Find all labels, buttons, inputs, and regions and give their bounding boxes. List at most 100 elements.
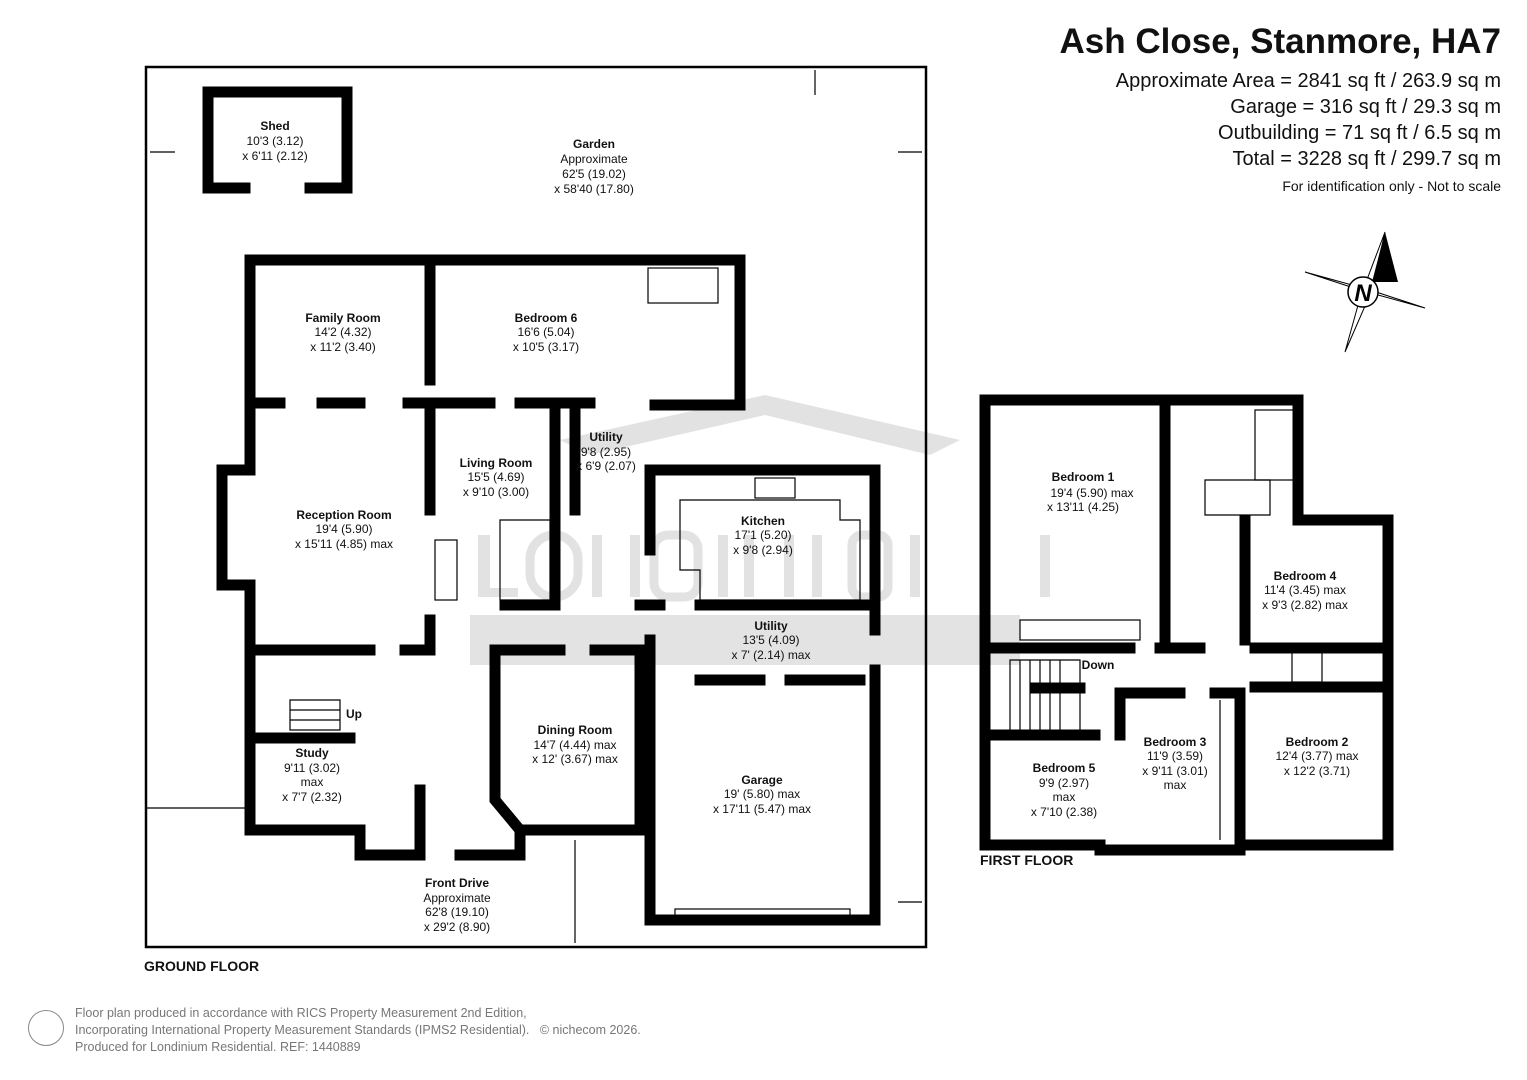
room-label-text: Kitchen [741, 514, 785, 528]
room-label-text: 11'4 (3.45) max [1264, 583, 1346, 597]
ground-floor-fixtures [289, 267, 861, 920]
room-living-room: Living Room 15'5 (4.69) x 9'10 (3.00) [460, 456, 533, 499]
room-label-text: x 7'7 (2.32) [282, 790, 342, 804]
room-label-text: 19' (5.80) max [724, 787, 800, 801]
room-label-text: x 6'9 (2.07) [576, 459, 636, 473]
room-label-text: x 17'11 (5.47) max [713, 802, 811, 816]
dimension-arrows [150, 70, 922, 943]
room-label-text: x 7' (2.14) max [732, 648, 811, 662]
room-label-text: 11'9 (3.59) [1147, 749, 1203, 763]
room-label-text: x 11'2 (3.40) [310, 340, 375, 354]
room-label-text: x 13'11 (4.25) [1047, 500, 1119, 514]
room-label-text: Garage [741, 773, 783, 787]
first-floor-label: FIRST FLOOR [980, 852, 1074, 868]
room-kitchen: Kitchen 17'1 (5.20) x 9'8 (2.94) [733, 514, 793, 557]
room-reception-room: Reception Room 19'4 (5.90) x 15'11 (4.85… [295, 508, 393, 551]
room-label-text: Bedroom 4 [1274, 569, 1337, 583]
room-label-text: max [301, 775, 324, 789]
room-label-text: Approximate [560, 152, 628, 166]
room-label-text: 14'2 (4.32) [315, 325, 372, 339]
room-label-text: 9'9 (2.97) [1039, 776, 1089, 790]
area-garden: Garden Approximate 62'5 (19.02) x 58'40 … [554, 137, 634, 196]
room-label-text: x 58'40 (17.80) [554, 182, 634, 196]
property-header: Ash Close, Stanmore, HA7 Approximate Are… [1060, 22, 1502, 194]
room-bedroom-4: Bedroom 4 11'4 (3.45) max x 9'3 (2.82) m… [1262, 569, 1348, 612]
footer-notes: Floor plan produced in accordance with R… [75, 1005, 641, 1056]
room-label-text: Utility [754, 619, 788, 633]
room-label-text: x 7'10 (2.38) [1031, 805, 1097, 819]
person-icon [28, 1010, 64, 1046]
area-front-drive: Front Drive Approximate 62'8 (19.10) x 2… [423, 876, 491, 934]
first-floor-fixtures [1009, 409, 1323, 840]
compass-north-label: N [1354, 280, 1372, 307]
room-label-text: 62'8 (19.10) [425, 905, 489, 919]
room-label-text: Study [295, 746, 329, 760]
property-title: Ash Close, Stanmore, HA7 [1059, 22, 1502, 61]
room-label-text: Bedroom 5 [1033, 761, 1096, 775]
room-bedroom-1: Bedroom 1 19'4 (5.90) max x 13'11 (4.25) [1047, 470, 1134, 514]
ground-floor-label: GROUND FLOOR [144, 958, 260, 974]
room-label-text: x 12' (3.67) max [532, 752, 618, 766]
room-study: Study 9'11 (3.02) max x 7'7 (2.32) [282, 746, 342, 804]
area-total: Total = 3228 sq ft / 299.7 sq m [1232, 148, 1502, 170]
footer-copyright: © nichecom 2026. [539, 1023, 641, 1037]
room-garage: Garage 19' (5.80) max x 17'11 (5.47) max [713, 773, 811, 816]
ground-floor-walls [216, 254, 881, 926]
north-compass: N [1304, 231, 1426, 353]
room-label-text: x 12'2 (3.71) [1284, 764, 1350, 778]
room-label-text: Bedroom 2 [1286, 735, 1349, 749]
room-label-text: x 15'11 (4.85) max [295, 537, 393, 551]
room-label-text: Approximate [423, 891, 491, 905]
room-label-text: x 6'11 (2.12) [242, 149, 307, 163]
room-label-text: 14'7 (4.44) max [534, 738, 617, 752]
room-label-text: x 9'11 (3.01) [1142, 764, 1207, 778]
room-bedroom-2: Bedroom 2 12'4 (3.77) max x 12'2 (3.71) [1276, 735, 1359, 778]
plot-boundary [144, 65, 928, 949]
room-label-text: x 9'10 (3.00) [463, 485, 529, 499]
room-label-text: Family Room [305, 311, 380, 325]
room-label-text: 12'4 (3.77) max [1276, 749, 1359, 763]
room-label-text: 13'5 (4.09) [743, 633, 800, 647]
room-label-text: Living Room [460, 456, 533, 470]
room-utility-1: Utility 9'8 (2.95) x 6'9 (2.07) [576, 430, 636, 473]
room-utility-2: Utility 13'5 (4.09) x 7' (2.14) max [732, 619, 811, 662]
stairs-up-label: Up [346, 707, 362, 721]
room-label-text: Shed [260, 119, 289, 133]
shed-walls [202, 86, 353, 194]
room-label-text: max [1164, 778, 1187, 792]
room-family-room: Family Room 14'2 (4.32) x 11'2 (3.40) [305, 311, 380, 354]
room-label-text: x 10'5 (3.17) [513, 340, 579, 354]
room-label-text: Garden [573, 137, 615, 151]
room-shed: Shed 10'3 (3.12) x 6'11 (2.12) [242, 119, 307, 163]
scale-disclaimer: For identification only - Not to scale [1282, 178, 1501, 194]
room-label-text: 9'8 (2.95) [581, 445, 631, 459]
room-label-text: x 29'2 (8.90) [424, 920, 490, 934]
room-label-text: x 9'8 (2.94) [733, 543, 793, 557]
room-label-text: 19'4 (5.90) [316, 522, 373, 536]
room-bedroom-5: Bedroom 5 9'9 (2.97) max x 7'10 (2.38) [1031, 761, 1097, 819]
room-label-text: 9'11 (3.02) [284, 761, 340, 775]
stairs-down-label: Down [1082, 658, 1115, 672]
room-label-text: 19'4 (5.90) max [1051, 486, 1134, 500]
room-label-text: Bedroom 6 [515, 311, 578, 325]
room-label-text: 17'1 (5.20) [735, 528, 792, 542]
room-label-text: Front Drive [425, 876, 489, 890]
footer-line-1: Floor plan produced in accordance with R… [75, 1006, 527, 1020]
room-label-text: 62'5 (19.02) [562, 167, 626, 181]
room-label-text: Dining Room [538, 723, 613, 737]
first-floor-walls [979, 394, 1394, 856]
room-label-text: 16'6 (5.04) [518, 325, 575, 339]
room-label-text: max [1053, 790, 1076, 804]
room-label-text: 15'5 (4.69) [468, 470, 525, 484]
room-dining-room: Dining Room 14'7 (4.44) max x 12' (3.67)… [532, 723, 618, 766]
room-label-text: Reception Room [296, 508, 391, 522]
footer-line-2: Incorporating International Property Mea… [75, 1023, 530, 1037]
room-label-text: Bedroom 3 [1144, 735, 1207, 749]
room-label-text: Utility [589, 430, 623, 444]
area-garage: Garage = 316 sq ft / 29.3 sq m [1230, 96, 1501, 118]
footer-line-3: Produced for Londinium Residential. REF:… [75, 1040, 361, 1054]
room-label-text: Bedroom 1 [1052, 470, 1115, 484]
room-bedroom-6: Bedroom 6 16'6 (5.04) x 10'5 (3.17) [513, 311, 579, 354]
area-approximate: Approximate Area = 2841 sq ft / 263.9 sq… [1115, 70, 1501, 92]
